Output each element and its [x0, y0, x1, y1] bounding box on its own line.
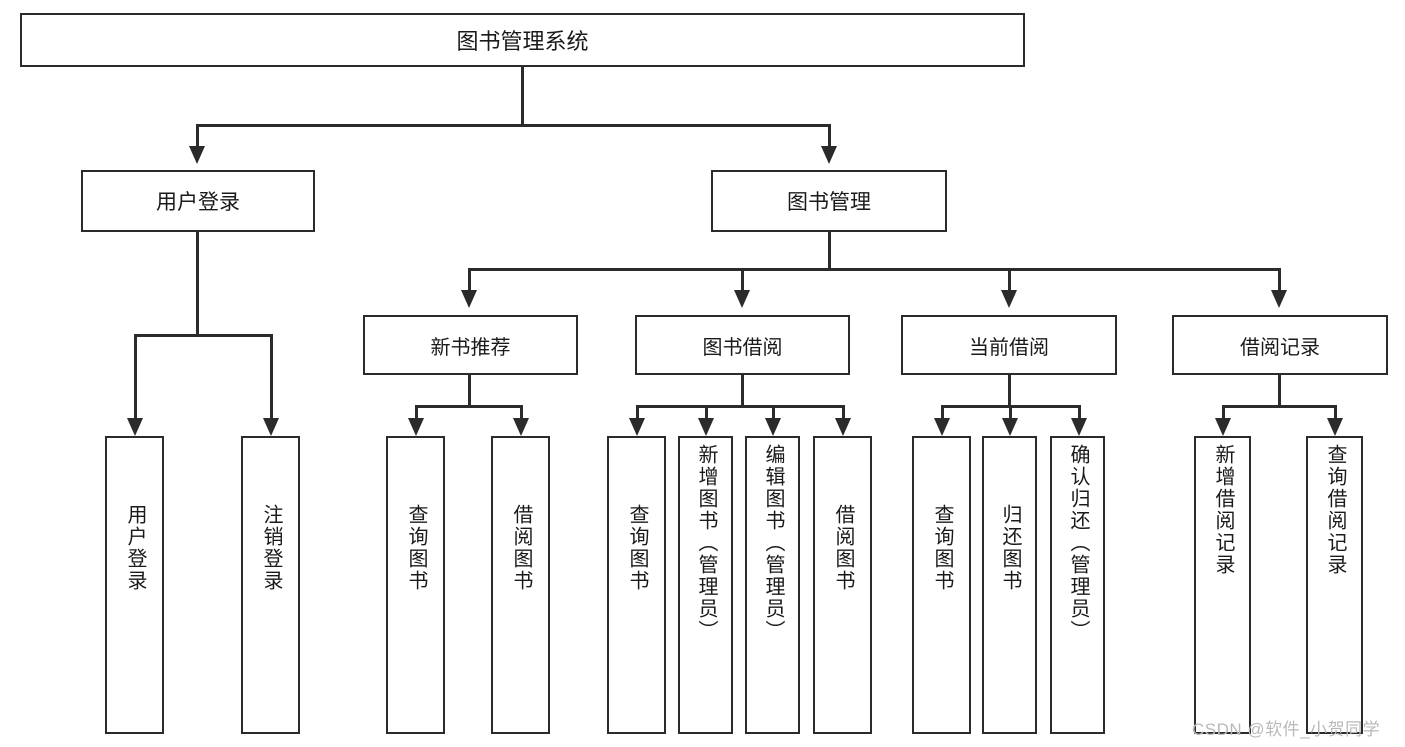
connector-record-drop-1	[1222, 405, 1225, 418]
leaf-logout[interactable]: 注销登录	[241, 436, 300, 734]
node-current-borrow[interactable]: 当前借阅	[901, 315, 1117, 375]
connector-root-bus	[196, 124, 830, 127]
arrow-to-current-borrow	[1001, 290, 1017, 308]
arrow-to-leaf-user-login	[127, 418, 143, 436]
leaf-label: 编辑图书（管理员）	[762, 444, 784, 642]
connector-borrow-drop-2	[705, 405, 708, 418]
connector-book-manage-drop-4	[1278, 268, 1281, 290]
node-book-borrow[interactable]: 图书借阅	[635, 315, 850, 375]
connector-root-stem	[521, 67, 524, 125]
arrow-to-leaf-recommend-borrow	[513, 418, 529, 436]
connector-current-drop-3	[1078, 405, 1081, 418]
connector-recommend-stem	[468, 375, 471, 407]
leaf-current-confirm-return-admin[interactable]: 确认归还（管理员）	[1050, 436, 1105, 734]
node-label: 图书管理	[787, 191, 871, 214]
node-label: 图书借阅	[702, 336, 783, 359]
connector-user-login-drop-2	[270, 334, 273, 418]
leaf-label: 用户登录	[124, 504, 146, 592]
arrow-to-leaf-current-return	[1002, 418, 1018, 436]
connector-borrow-drop-3	[772, 405, 775, 418]
arrow-to-leaf-current-query	[934, 418, 950, 436]
node-root-system[interactable]: 图书管理系统	[20, 13, 1025, 67]
node-label: 图书管理系统	[456, 29, 589, 54]
arrow-to-leaf-record-query	[1327, 418, 1343, 436]
connector-book-manage-drop-2	[741, 268, 744, 290]
node-new-book-recommend[interactable]: 新书推荐	[363, 315, 578, 375]
node-label: 当前借阅	[969, 336, 1049, 359]
leaf-label: 查询图书	[626, 504, 648, 592]
leaf-label: 确认归还（管理员）	[1067, 444, 1089, 642]
node-borrow-record[interactable]: 借阅记录	[1172, 315, 1388, 375]
arrow-to-user-login	[189, 146, 205, 164]
arrow-to-leaf-borrow-edit	[765, 418, 781, 436]
leaf-borrow-lend-book[interactable]: 借阅图书	[813, 436, 872, 734]
leaf-recommend-query-book[interactable]: 查询图书	[386, 436, 445, 734]
leaf-label: 借阅图书	[510, 504, 532, 592]
connector-record-bus	[1222, 405, 1337, 408]
leaf-user-login[interactable]: 用户登录	[105, 436, 164, 734]
leaf-label: 借阅图书	[832, 504, 854, 592]
arrow-to-new-book-recommend	[461, 290, 477, 308]
connector-book-manage-drop-1	[468, 268, 471, 290]
arrow-to-leaf-recommend-query	[408, 418, 424, 436]
connector-borrow-bus	[636, 405, 845, 408]
arrow-to-book-borrow	[734, 290, 750, 308]
arrow-to-leaf-record-add	[1215, 418, 1231, 436]
leaf-label: 查询图书	[931, 504, 953, 592]
node-label: 用户登录	[156, 191, 240, 214]
leaf-label: 新增借阅记录	[1212, 444, 1234, 576]
leaf-label: 查询图书	[405, 504, 427, 592]
connector-current-stem	[1008, 375, 1011, 407]
connector-current-drop-2	[1009, 405, 1012, 418]
leaf-borrow-edit-book-admin[interactable]: 编辑图书（管理员）	[745, 436, 800, 734]
node-book-manage[interactable]: 图书管理	[711, 170, 947, 232]
connector-record-stem	[1278, 375, 1281, 407]
leaf-current-return-book[interactable]: 归还图书	[982, 436, 1037, 734]
connector-borrow-drop-4	[842, 405, 845, 418]
leaf-label: 新增图书（管理员）	[695, 444, 717, 642]
leaf-label: 注销登录	[260, 504, 282, 592]
connector-user-login-bus	[134, 334, 272, 337]
arrow-to-borrow-record	[1271, 290, 1287, 308]
leaf-label: 查询借阅记录	[1324, 444, 1346, 576]
node-label: 借阅记录	[1240, 336, 1320, 359]
connector-user-login-drop-1	[134, 334, 137, 418]
arrow-to-leaf-logout	[263, 418, 279, 436]
connector-root-drop-2	[828, 124, 831, 146]
leaf-borrow-query-book[interactable]: 查询图书	[607, 436, 666, 734]
leaf-record-query[interactable]: 查询借阅记录	[1306, 436, 1363, 734]
connector-root-drop-1	[196, 124, 199, 146]
connector-recommend-drop-2	[520, 405, 523, 418]
connector-current-drop-1	[941, 405, 944, 418]
leaf-borrow-add-book-admin[interactable]: 新增图书（管理员）	[678, 436, 733, 734]
connector-book-manage-bus	[468, 268, 1280, 271]
arrow-to-leaf-borrow-add	[698, 418, 714, 436]
connector-recommend-bus	[415, 405, 523, 408]
arrow-to-leaf-borrow-lend	[835, 418, 851, 436]
connector-user-login-stem	[196, 232, 199, 336]
connector-borrow-stem	[741, 375, 744, 407]
watermark-text: CSDN @软件_小贺同学	[1192, 720, 1381, 739]
connector-recommend-drop-1	[415, 405, 418, 418]
connector-borrow-drop-1	[636, 405, 639, 418]
node-user-login[interactable]: 用户登录	[81, 170, 315, 232]
connector-book-manage-drop-3	[1008, 268, 1011, 290]
node-label: 新书推荐	[430, 336, 511, 359]
arrow-to-book-manage	[821, 146, 837, 164]
arrow-to-leaf-current-confirm	[1071, 418, 1087, 436]
leaf-recommend-borrow-book[interactable]: 借阅图书	[491, 436, 550, 734]
connector-book-manage-stem	[828, 232, 831, 270]
leaf-current-query-book[interactable]: 查询图书	[912, 436, 971, 734]
connector-record-drop-2	[1334, 405, 1337, 418]
arrow-to-leaf-borrow-query	[629, 418, 645, 436]
leaf-record-add[interactable]: 新增借阅记录	[1194, 436, 1251, 734]
leaf-label: 归还图书	[999, 504, 1021, 592]
